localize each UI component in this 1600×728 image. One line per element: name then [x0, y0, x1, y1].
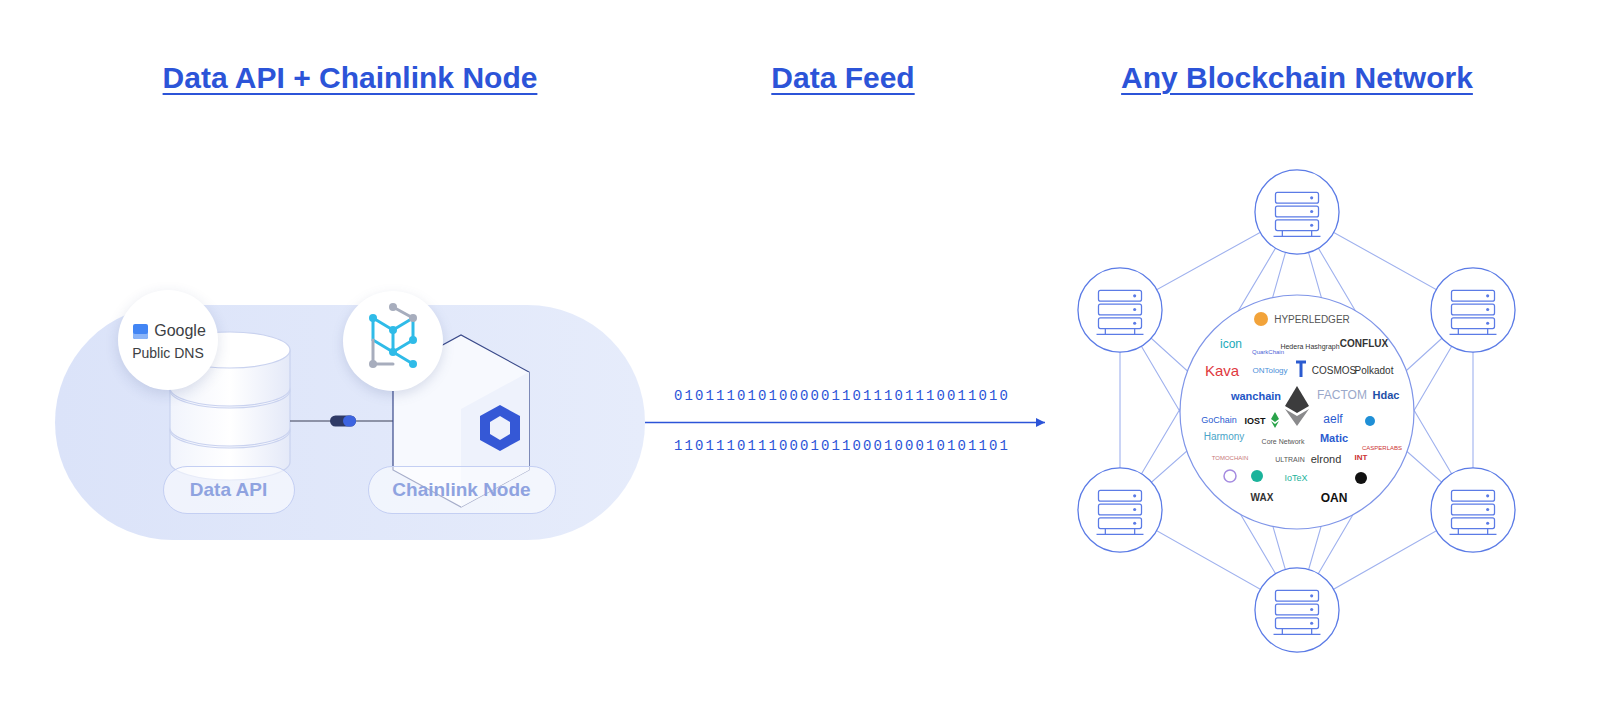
mesh-spoke	[1120, 212, 1473, 610]
node-icon	[343, 291, 443, 391]
icon-dot	[409, 360, 417, 368]
chain-logo-name: HYPERLEDGER	[1274, 315, 1350, 325]
chain-logo-name: icon	[1220, 338, 1242, 350]
ethereum-logo	[1285, 409, 1309, 426]
icon-graph	[373, 307, 413, 364]
chain-logo-name: FACTOM	[1317, 389, 1367, 401]
chain-logo-name: Harmony	[1204, 432, 1245, 442]
data-feed-arrow	[645, 418, 1045, 427]
icon-dot	[389, 303, 397, 311]
group-region: Any Blockchain NetworkHYPERLEDGERiconQua…	[1045, 165, 1550, 665]
chainlink-logo	[480, 405, 520, 451]
chain-logo-name: Core Network	[1262, 438, 1305, 445]
chain-logo-name: QuarkChain	[1252, 349, 1284, 355]
chain-logo-circle: HYPERLEDGER iconQuarkChainHedera Hashgrap…	[1180, 295, 1414, 529]
column-heading: Any Blockchain Network	[1121, 60, 1473, 96]
chain-logo-name: ONTology	[1252, 367, 1287, 375]
mesh-ring	[1120, 212, 1473, 610]
chain-logo-name: IoTeX	[1284, 474, 1307, 483]
group-region: Data API + Chainlink NodeGooglePublic DN…	[55, 305, 645, 540]
mesh-lines	[1120, 212, 1473, 610]
server-icon	[1431, 268, 1515, 352]
logo-circle: GooglePublic DNS	[118, 290, 218, 390]
chain-logo-name: TOMOCHAIN	[1212, 455, 1249, 461]
etc-logo	[1271, 412, 1279, 428]
chain-logo-name: COSMOS	[1312, 366, 1356, 376]
logo-mark	[1365, 416, 1375, 426]
icon-graph	[373, 318, 413, 364]
icon-dot	[409, 314, 417, 322]
chain-logo-name: Kava	[1205, 363, 1239, 378]
logo-mark	[1355, 472, 1367, 484]
icon-dot	[369, 314, 377, 322]
server-icon	[1431, 468, 1515, 552]
logo-mark	[1251, 470, 1263, 482]
chain-logo-name: WAX	[1251, 493, 1274, 503]
node-text: Data API	[190, 479, 267, 501]
chain-logo-name: aelf	[1323, 413, 1342, 425]
node-text: Google	[154, 322, 206, 340]
plug	[330, 416, 356, 427]
icon-dot	[389, 326, 397, 334]
chainlink-logo	[490, 416, 510, 440]
chain-logo-name: CONFLUX	[1340, 339, 1388, 349]
chain-logo-name: wanchain	[1231, 391, 1281, 402]
chain-logo-name: elrond	[1311, 454, 1342, 465]
chain-logo-name: CASPERLABS	[1362, 445, 1402, 451]
chain-logo-name: OAN	[1321, 492, 1348, 504]
node-pill: Data API	[163, 466, 295, 514]
server-icon	[1078, 468, 1162, 552]
chain-logo-name: ULTRAIN	[1275, 456, 1304, 463]
bitcoin-logo	[1254, 312, 1268, 326]
chain-logo-name: GoChain	[1201, 416, 1237, 425]
icon-dot	[369, 360, 377, 368]
chain-logo-name: Hedera Hashgraph	[1280, 343, 1339, 350]
icon-dot	[409, 336, 417, 344]
chain-logo-name: Polkadot	[1355, 366, 1394, 376]
plug	[343, 416, 356, 427]
icon-circle	[343, 291, 443, 391]
ethereum-logo	[1285, 386, 1309, 413]
icon-dot	[389, 348, 397, 356]
chain-logo-name: IOST	[1244, 417, 1265, 426]
logo-mark	[1224, 470, 1236, 482]
chain-logo-name: INT	[1355, 454, 1368, 462]
tezos-logo	[1296, 362, 1306, 377]
mesh-cross	[1120, 212, 1473, 610]
binary-stream: 01011101010000011011101110011010	[672, 388, 1012, 404]
server-icon	[1255, 170, 1339, 254]
column-heading: Data API + Chainlink Node	[163, 60, 538, 96]
column-heading: Data Feed	[771, 60, 914, 96]
node-text: Chainlink Node	[392, 479, 530, 501]
server-icon	[1255, 568, 1339, 652]
server-icon	[1078, 268, 1162, 352]
node-text: Public DNS	[132, 345, 204, 361]
node-pill: Chainlink Node	[368, 466, 556, 514]
binary-stream: 11011101110001011000100010101101	[672, 438, 1012, 454]
chain-logo-name: Matic	[1320, 433, 1348, 444]
chain-logo-name: Hdac	[1373, 390, 1400, 401]
chain-circle	[1180, 295, 1414, 529]
